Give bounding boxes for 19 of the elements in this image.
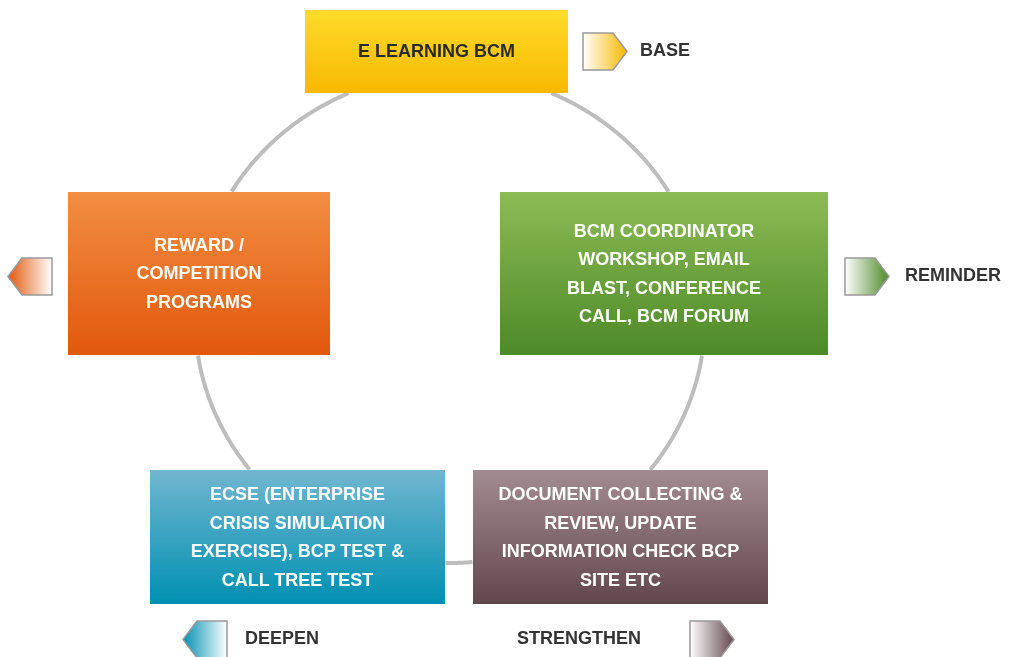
box-text: BCM COORDINATOR WORKSHOP, EMAIL BLAST, CONFERENCE CALL, BCM FORUM [566,219,762,328]
stage-label: REMINDER [905,265,1001,286]
connector-line [444,560,474,565]
process-box [150,470,445,604]
box-text: REWARD / COMPETITION PROGRAMS [135,233,263,314]
connector-line [196,354,252,471]
box-text: ECSE (ENTERPRISE CRISIS SIMULATION EXERCISE), BCP TEST & CALL TREE TEST [189,483,406,592]
connector-line [550,91,671,194]
process-box [500,192,828,355]
process-box [305,10,568,93]
stage-label: DEEPEN [245,628,320,649]
connector-line [648,354,704,472]
box-text: E LEARNING BCM [358,40,515,64]
process-box [68,192,330,355]
connector-line [229,91,350,193]
stage-label: BASE [640,40,690,61]
stage-label: STRENGTHEN [517,628,641,649]
box-text: DOCUMENT COLLECTING & REVIEW, UPDATE INFORMATION CHECK BCP SITE ETC [497,483,744,592]
process-box [473,470,768,604]
